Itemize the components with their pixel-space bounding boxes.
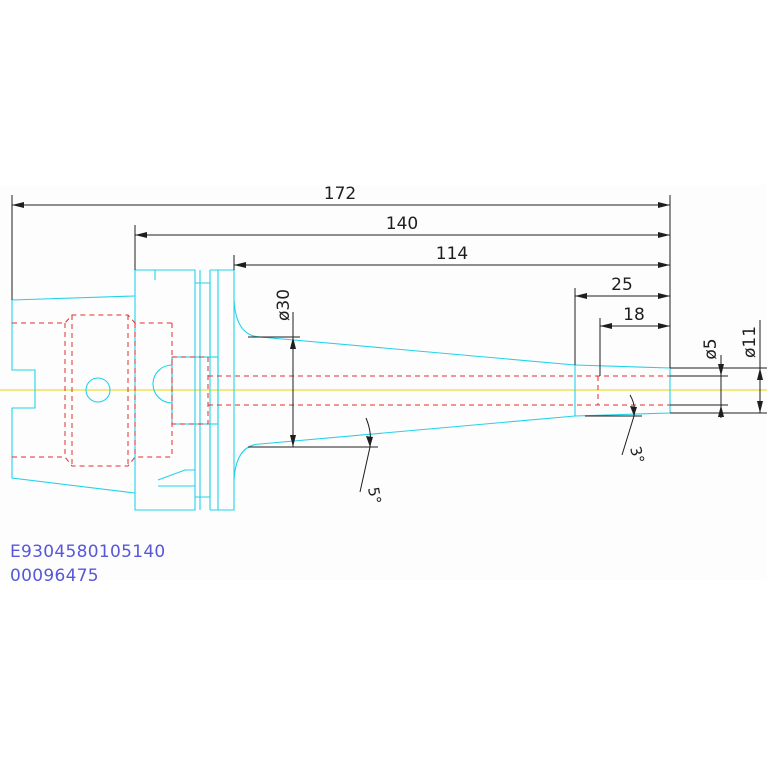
holder-outline [11, 269, 671, 511]
dim-dia30-label: ø30 [274, 289, 294, 321]
dim-18-label: 18 [623, 305, 645, 325]
hidden-lines [12, 314, 670, 467]
dimension-lines [11, 195, 767, 493]
dim-140-label: 140 [386, 214, 418, 234]
angle-3-label: 3° [626, 444, 648, 465]
part-number-text: E9304580105140 [10, 542, 166, 562]
dim-dia11-label: ø11 [740, 326, 760, 358]
angle-5-label: 5° [364, 486, 385, 506]
serial-number-text: 00096475 [10, 566, 99, 586]
dim-114-label: 114 [436, 244, 468, 264]
dim-25-label: 25 [611, 275, 633, 295]
dim-dia5-label: ø5 [701, 338, 721, 359]
dim-172-label: 172 [324, 184, 356, 204]
drawing-background [0, 185, 767, 580]
